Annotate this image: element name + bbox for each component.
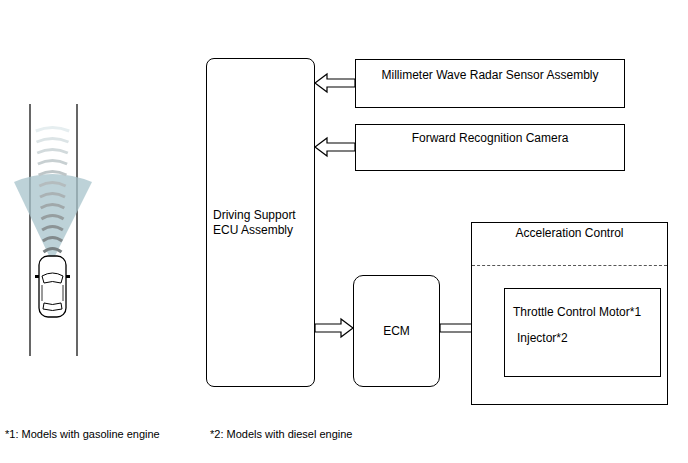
- node-title: Acceleration Control: [478, 226, 661, 241]
- radar-wave: [37, 139, 69, 143]
- ecu-box: Driving Support ECU Assembly: [206, 58, 315, 387]
- radar-waves: [36, 128, 69, 253]
- sensor-box: Millimeter Wave Radar Sensor Assembly: [355, 59, 625, 108]
- node-title: Millimeter Wave Radar Sensor Assembly: [362, 68, 618, 83]
- radar-wave: [40, 194, 65, 198]
- block-arrow: [315, 74, 355, 92]
- node-title: ECM: [358, 324, 435, 339]
- node-title: Driving Support ECU Assembly: [213, 208, 308, 238]
- radar-wave: [43, 238, 62, 242]
- radar-wave: [41, 216, 63, 220]
- control-group: Acceleration ControlThrottle Control Mot…: [471, 222, 668, 405]
- radar-wave: [36, 128, 69, 132]
- radar-wave: [39, 172, 67, 176]
- camera-box: Forward Recognition Camera: [355, 124, 625, 171]
- radar-wave: [38, 161, 67, 165]
- radar-wave: [44, 249, 62, 253]
- node-text: Injector*2: [513, 331, 652, 346]
- block-arrow: [315, 138, 355, 156]
- divider-line: [472, 265, 667, 266]
- radar-field: [14, 174, 92, 262]
- node-title: Forward Recognition Camera: [362, 131, 618, 146]
- radar-wave: [42, 227, 63, 231]
- radar-wave: [37, 150, 68, 154]
- radar-wave: [39, 183, 65, 187]
- node-title: Throttle Control Motor*1: [513, 305, 652, 320]
- footnote: *2: Models with diesel engine: [210, 427, 352, 441]
- footnote: *1: Models with gasoline engine: [5, 427, 160, 441]
- block-arrow: [315, 319, 353, 337]
- actuator-box: Throttle Control Motor*1Injector*2: [504, 288, 661, 377]
- ecm-box: ECM: [353, 275, 440, 387]
- lane-line: [29, 104, 30, 356]
- lane-line: [76, 104, 77, 356]
- radar-wave: [41, 205, 65, 209]
- car-icon: [35, 256, 70, 317]
